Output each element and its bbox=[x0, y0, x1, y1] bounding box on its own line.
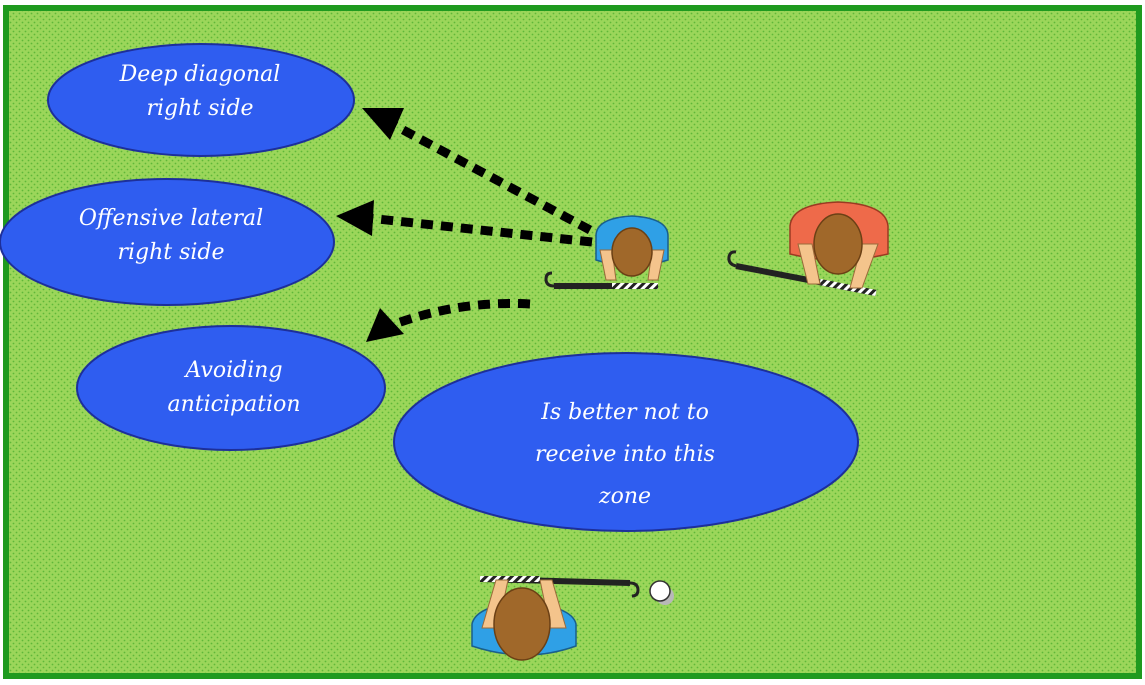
bubble-deep-diagonal bbox=[47, 43, 355, 157]
bubble-no-receive-zone bbox=[393, 352, 859, 532]
bubble-offensive-lateral bbox=[0, 178, 335, 306]
pass-arrows bbox=[336, 108, 593, 342]
arrowhead-avoiding-anticipation bbox=[366, 308, 404, 342]
player-defender bbox=[727, 201, 889, 296]
bubble-avoiding-anticipation bbox=[76, 325, 386, 451]
head-receiver bbox=[611, 227, 653, 277]
player-receiver bbox=[544, 215, 669, 289]
head-defender bbox=[813, 213, 863, 275]
arrow-avoiding-anticipation bbox=[390, 298, 531, 330]
arrow-offensive-lateral bbox=[367, 213, 593, 247]
arrowhead-offensive-lateral bbox=[336, 200, 374, 236]
head-passer bbox=[493, 587, 551, 661]
arrow-deep-diagonal bbox=[389, 120, 593, 234]
ball bbox=[649, 580, 671, 602]
player-passer bbox=[471, 576, 640, 661]
arrowhead-deep-diagonal bbox=[362, 108, 404, 140]
